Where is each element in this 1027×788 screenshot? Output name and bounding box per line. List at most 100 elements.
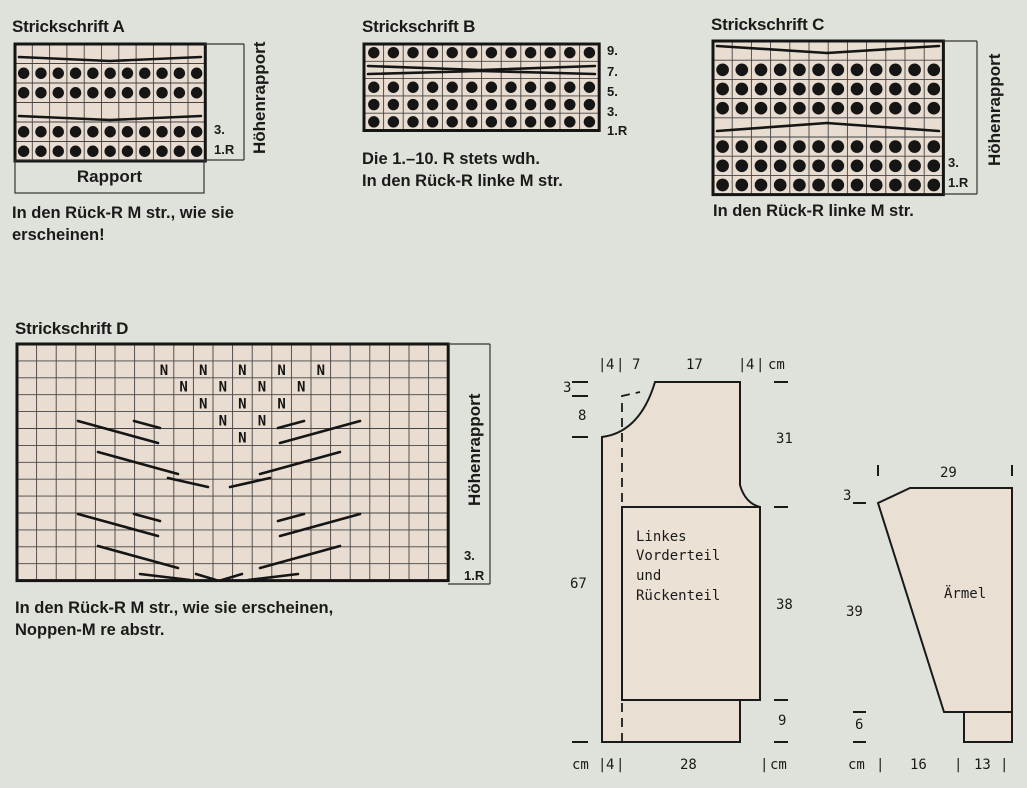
- body-top-dim: cm: [768, 357, 785, 373]
- chart-d-cable-stroke: [96, 544, 140, 559]
- chart-c-dot: [889, 140, 902, 153]
- chart-b-dot: [368, 46, 380, 59]
- bobble-symbol: N: [179, 380, 187, 396]
- chart-b-dot: [426, 46, 439, 59]
- chart-a-dot: [52, 126, 64, 138]
- chart-a-dot: [139, 87, 151, 99]
- bobble-symbol: N: [238, 430, 246, 446]
- chart-b-note: Die 1.–10. R stets wdh. In den Rück-R li…: [362, 148, 563, 192]
- chart-a-dot: [121, 87, 134, 99]
- chart-b-dot: [505, 46, 517, 59]
- chart-c-dot: [831, 82, 845, 96]
- chart-b-dot: [544, 98, 556, 111]
- chart-c-dot: [735, 82, 749, 96]
- chart-a-dot: [52, 145, 64, 157]
- chart-b-dot: [485, 81, 498, 93]
- chart-c-dot: [889, 159, 902, 173]
- body-bottom-dim: 4: [606, 757, 614, 773]
- chart-a-dot: [173, 145, 186, 157]
- chart-b-title: Strickschrift B: [362, 17, 476, 36]
- chart-a-note: In den Rück-R M str., wie sie erscheinen…: [12, 202, 234, 246]
- chart-c-dot: [793, 140, 806, 153]
- chart-b-dot: [407, 81, 419, 93]
- chart-b-note-line: Die 1.–10. R stets wdh.: [362, 150, 540, 168]
- chart-b-dot: [407, 116, 419, 128]
- chart-d-note-line: In den Rück-R M str., wie sie erscheinen…: [15, 599, 334, 617]
- body-piece-label-line: Vorderteil: [636, 548, 720, 564]
- chart-c-dot: [735, 178, 749, 192]
- chart-b-dot: [564, 81, 576, 93]
- chart-a-dot: [121, 145, 134, 157]
- chart-c-dot: [735, 140, 749, 153]
- chart-b-dot: [368, 98, 380, 111]
- chart-a-dot: [69, 87, 82, 99]
- chart-b-dot: [387, 116, 400, 128]
- body-bottom-dim: cm: [572, 757, 589, 773]
- chart-c-dot: [889, 101, 902, 115]
- bobble-symbol: N: [199, 363, 207, 379]
- chart-d-cable-stroke: [96, 450, 140, 465]
- chart-c-dot: [793, 178, 806, 192]
- chart-a-dot: [173, 67, 186, 79]
- chart-c-dot: [908, 63, 921, 77]
- chart-a-note-line: erscheinen!: [12, 226, 105, 244]
- body-left-dim: 3: [563, 380, 571, 396]
- chart-c-dot: [773, 63, 787, 77]
- chart-c-dot: [793, 101, 806, 115]
- body-top-dim-separator: |: [738, 357, 746, 373]
- body-piece-label-line: Rückenteil: [636, 588, 720, 604]
- body-right-dim: 31: [776, 431, 793, 447]
- body-bottom-dim-separator: |: [598, 757, 606, 773]
- chart-a-cross-stitch: [17, 114, 112, 122]
- chart-b-cross-stitch: [366, 69, 482, 76]
- chart-a-dot: [52, 87, 64, 99]
- chart-c-dot: [927, 159, 941, 173]
- chart-b-dot: [524, 98, 537, 111]
- chart-a-dot: [190, 145, 203, 157]
- chart-d-cable-stroke: [76, 419, 120, 434]
- chart-c-dot: [716, 159, 729, 173]
- chart-a-dot: [87, 87, 99, 99]
- chart-c-dot: [812, 159, 825, 173]
- chart-b-dot: [583, 116, 596, 128]
- chart-a-dot: [156, 67, 168, 79]
- chart-d-cable-stroke: [132, 419, 162, 430]
- chart-c-dot: [716, 101, 729, 115]
- chart-b-dot: [446, 81, 458, 93]
- body-top-dim: 4: [606, 357, 614, 373]
- body-bottom-dim: 28: [680, 757, 697, 773]
- chart-c-title: Strickschrift C: [711, 15, 825, 34]
- bobble-symbol: N: [258, 380, 266, 396]
- chart-c-dot: [773, 140, 787, 153]
- chart-d-cable-stroke: [166, 476, 210, 489]
- chart-c-dot: [716, 63, 729, 77]
- chart-b-dot: [583, 81, 596, 93]
- chart-c-border: [711, 39, 945, 197]
- sleeve-left-dim: 3: [843, 488, 851, 504]
- chart-a-row-label: 1.R: [214, 142, 235, 157]
- chart-a-dot: [52, 67, 64, 79]
- bobble-symbol: N: [238, 397, 246, 413]
- chart-b-dot: [485, 116, 498, 128]
- chart-b-dot: [426, 81, 439, 93]
- chart-a-dot: [87, 145, 99, 157]
- chart-d-cable-stroke: [136, 555, 180, 570]
- sleeve-left-dim: 6: [855, 717, 863, 733]
- chart-d-cable-stroke: [318, 419, 362, 434]
- chart-c-dot: [773, 178, 787, 192]
- chart-c-dot: [735, 159, 749, 173]
- chart-d-cable-stroke: [258, 461, 302, 476]
- chart-c-dot: [850, 159, 864, 173]
- chart-c-dot: [927, 140, 941, 153]
- chart-b-dot: [544, 81, 556, 93]
- chart-d-cable-stroke: [276, 512, 306, 523]
- body-top-dim: 17: [686, 357, 703, 373]
- chart-b-dot: [368, 81, 380, 93]
- chart-a-dot: [173, 87, 186, 99]
- chart-c-dot: [869, 82, 883, 96]
- chart-c-note: In den Rück-R linke M str.: [713, 200, 914, 222]
- chart-c-dot: [812, 63, 825, 77]
- chart-b-row-label: 3.: [607, 104, 618, 119]
